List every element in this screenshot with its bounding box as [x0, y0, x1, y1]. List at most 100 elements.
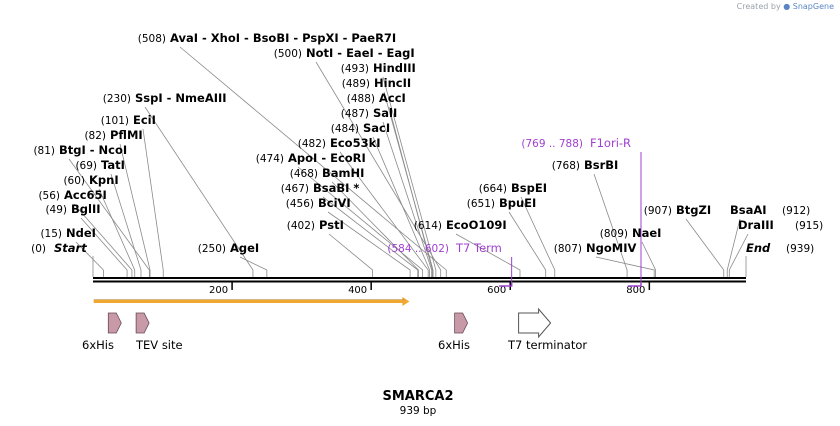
leader-line-naei: [641, 241, 656, 277]
site-position: (474): [256, 153, 284, 165]
site-bpuei[interactable]: BpuEI(651): [467, 196, 537, 210]
site-name: NaeI: [632, 226, 661, 240]
site-position: (230): [103, 93, 131, 105]
feature-label: T7 terminator: [507, 338, 587, 352]
site-bsaai[interactable]: BsaAI (912): [730, 203, 810, 217]
site-position: (482): [298, 138, 326, 150]
primer-name: F1ori-R: [590, 136, 631, 150]
site-leader-lines: [68, 46, 749, 277]
orf-arrow[interactable]: [93, 297, 410, 306]
site-bspei[interactable]: BspEI(664): [479, 181, 547, 195]
snapgene-credit: Created by ● SnapGene: [737, 2, 834, 11]
site-name: BsaBI *: [313, 181, 359, 195]
site-kpni[interactable]: KpnI(60): [63, 173, 118, 187]
site-eco53ki[interactable]: Eco53kI(482): [298, 136, 381, 150]
site-name: SacI: [363, 121, 390, 135]
site-naei[interactable]: NaeI(809): [600, 226, 662, 240]
site-position: (467): [281, 183, 309, 195]
end-name: Start: [54, 241, 87, 255]
leader-line-eco53ki: [339, 151, 429, 277]
backbone: [93, 277, 746, 283]
site-bcivi[interactable]: BciVI (456): [286, 196, 351, 210]
site-ngomiv[interactable]: NgoMIV(807): [554, 241, 637, 255]
site-position: (912): [782, 205, 810, 217]
site-name: PflMI: [110, 128, 143, 142]
site-saci[interactable]: SacI(484): [331, 121, 390, 135]
leader-line-ecoo109i: [455, 233, 521, 277]
site-bsabi[interactable]: BsaBI * (467): [281, 181, 360, 195]
primer-range: (769 .. 788): [521, 138, 583, 150]
orf-body: [93, 300, 405, 303]
site-btgi-ncoi[interactable]: BtgI - NcoI(81): [33, 143, 127, 157]
leader-line-psti: [328, 233, 373, 277]
site-avai-xhoi-bsobi-pspxi-paer7i[interactable]: AvaI - XhoI - BsoBI - PspXI - PaeR7I(508…: [138, 31, 396, 45]
site-labels: NdeI(15) BglII(49)Acc65I(56)KpnI(60)TatI(…: [31, 31, 823, 277]
site-position: (664): [479, 183, 507, 195]
terminator-arrow-icon: [518, 307, 552, 339]
site-psti[interactable]: PstI(402): [287, 218, 344, 232]
feature-t7-terminator-3[interactable]: T7 terminator: [507, 307, 587, 352]
site-position: (402): [287, 220, 315, 232]
site-bglii[interactable]: BglII(49): [45, 202, 100, 216]
site-ecii[interactable]: EciI(101): [101, 113, 156, 127]
site-ndei[interactable]: NdeI(15): [40, 226, 96, 240]
site-agei[interactable]: AgeI(250): [198, 241, 259, 255]
sequence-end: End(939): [745, 241, 814, 277]
leader-line-bspei: [520, 196, 556, 277]
leader-line-bsaai: [726, 218, 741, 277]
feature-tev-site-1[interactable]: TEV site: [135, 312, 183, 352]
tick-label: 400: [348, 285, 367, 296]
site-sali[interactable]: SalI(487): [341, 106, 398, 120]
leader-line-acc65i: [73, 203, 133, 277]
feature-label: TEV site: [135, 338, 183, 352]
site-ecoo109i[interactable]: EcoO109I (614): [414, 218, 507, 232]
site-position: (614): [414, 220, 442, 232]
site-apoi-ecori[interactable]: ApoI - EcoRI(474): [256, 151, 366, 165]
feature-6xhis-2[interactable]: 6xHis: [438, 312, 470, 352]
site-draiii[interactable]: DraIII(915): [738, 218, 823, 232]
site-name: KpnI: [89, 173, 119, 187]
leader-line-apoi-ecori: [297, 166, 424, 277]
site-sspi-nmeaiii[interactable]: SspI - NmeAIII(230): [103, 91, 227, 105]
site-position: (500): [274, 48, 302, 60]
credit-prefix: Created by: [736, 2, 781, 11]
site-name: EcoO109I: [446, 218, 507, 232]
site-hindiii[interactable]: HindIII(493): [341, 61, 416, 75]
site-name: HincII: [374, 76, 411, 90]
site-tati[interactable]: TatI(69): [75, 158, 124, 172]
site-position: (250): [198, 243, 226, 255]
site-noti-eaei-eagi[interactable]: NotI - EaeI - EagI (500): [274, 46, 415, 60]
site-btgzi[interactable]: BtgZI(907): [644, 203, 711, 217]
primer-arrow: [499, 283, 513, 287]
leader-line-sali: [382, 121, 433, 277]
site-position: (456): [286, 198, 314, 210]
site-name: BpuEI: [499, 196, 536, 210]
site-hincii[interactable]: HincII(489): [342, 76, 411, 90]
leader-line-bglii: [80, 217, 128, 277]
feature-label: 6xHis: [82, 338, 114, 352]
end-position: (0): [31, 243, 46, 255]
site-bamhi[interactable]: BamHI(468): [290, 166, 365, 180]
tick-label: 200: [209, 285, 228, 296]
site-name: BsrBI: [584, 158, 618, 172]
leader-line-bamhi: [331, 181, 419, 277]
primer-f1ori-r[interactable]: F1ori-R (769 .. 788): [521, 136, 642, 287]
sequence-caption: SMARCA2 939 bp: [382, 389, 453, 417]
leader-line-avai-xhoi-bsobi-pspxi-paer7i: [179, 46, 447, 277]
primer-t7-term[interactable]: T7 Term(584 .. 602): [387, 241, 513, 287]
site-position: (907): [644, 205, 672, 217]
site-name: NotI - EaeI - EagI: [306, 46, 415, 60]
site-position: (56): [38, 190, 60, 202]
site-pflmi[interactable]: PflMI(82): [84, 128, 142, 142]
site-name: NgoMIV: [586, 241, 636, 255]
feature-label: 6xHis: [438, 338, 470, 352]
site-name: SalI: [373, 106, 397, 120]
site-acci[interactable]: AccI(488): [347, 91, 406, 105]
site-bsrbi[interactable]: BsrBI(768): [552, 158, 619, 172]
site-position: (49): [45, 204, 67, 216]
site-name: BsaAI: [730, 203, 767, 217]
feature-6xhis-0[interactable]: 6xHis: [82, 312, 122, 352]
site-name: BciVI: [318, 196, 351, 210]
site-acc65i[interactable]: Acc65I(56): [38, 188, 106, 202]
